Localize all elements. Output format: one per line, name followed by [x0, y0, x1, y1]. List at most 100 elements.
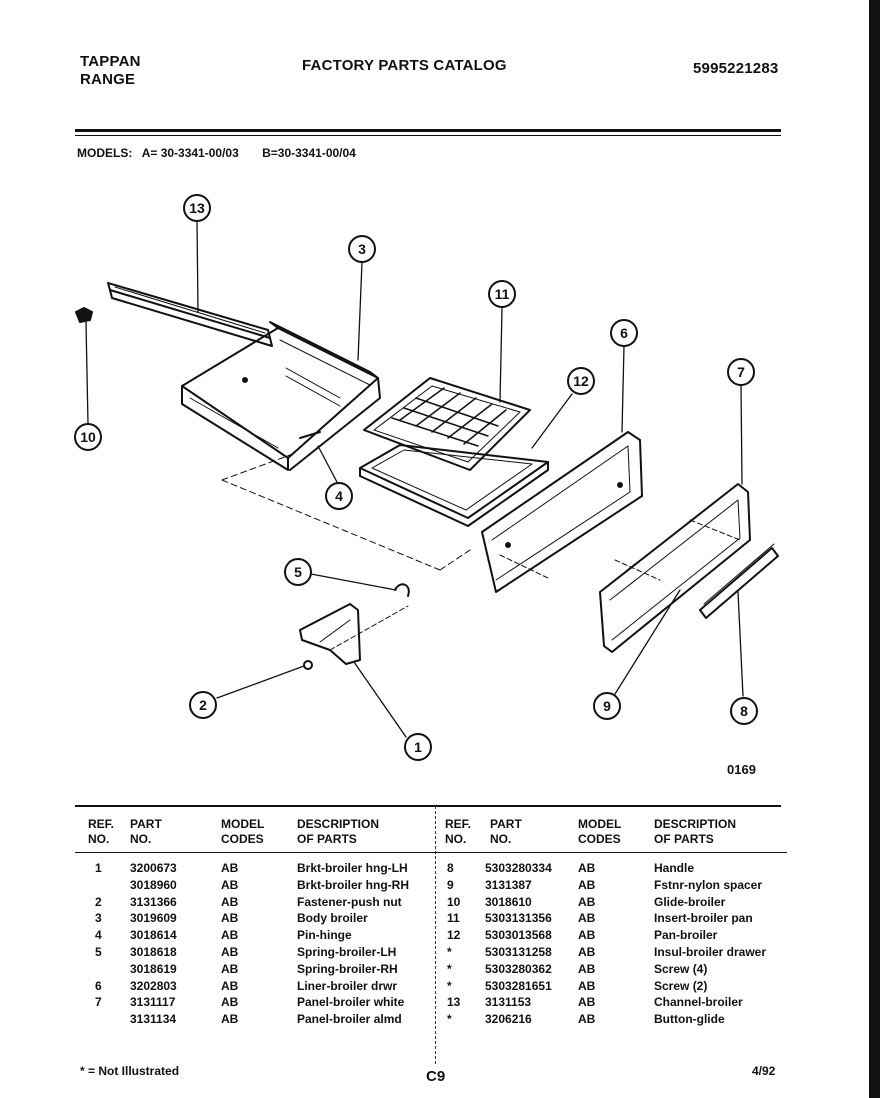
right-row-desc: Pan-broiler	[654, 928, 718, 943]
left-row-part: 3200673	[130, 861, 177, 875]
left-row-desc: Panel-broiler white	[297, 995, 405, 1010]
left-row-ref: 4	[95, 928, 102, 943]
left-row-codes: AB	[221, 1012, 239, 1027]
right-row-part: 5303280334	[485, 861, 552, 875]
right-row-desc: Fstnr-nylon spacer	[654, 877, 763, 892]
right-row-part: 5303131356	[485, 911, 552, 926]
left-row-ref: 5	[95, 945, 102, 959]
table-top-rule	[75, 805, 781, 807]
panel-broiler-part	[599, 483, 751, 653]
table-column-divider	[435, 806, 436, 1064]
models-label: MODELS:	[77, 146, 133, 160]
right-row-ref: 11	[447, 911, 460, 926]
bracket-broiler-hinge-part	[299, 603, 409, 665]
right-row-part: 3131153	[485, 995, 532, 1010]
right-row-ref: *	[447, 945, 452, 959]
spring-broiler-part	[394, 583, 410, 597]
pan-broiler-part	[359, 444, 549, 527]
left-row-part: 3131117	[130, 995, 176, 1010]
svg-text:3: 3	[358, 241, 366, 257]
left-row-part: 3131134	[130, 1012, 177, 1027]
right-row-desc: Channel-broiler	[654, 995, 743, 1010]
catalog-number: 5995221283	[693, 60, 779, 77]
brand-line-1: TAPPAN	[80, 53, 141, 70]
right-row-codes: AB	[578, 961, 596, 976]
left-row-desc: Spring-broiler-LH	[297, 945, 397, 959]
left-row-codes: AB	[221, 894, 239, 909]
svg-text:10: 10	[80, 429, 96, 445]
header-ref-right: REF.NO.	[445, 817, 472, 846]
svg-text:6: 6	[620, 325, 628, 341]
left-row-ref: 7	[95, 995, 102, 1010]
left-row-part: 3018960	[130, 877, 177, 892]
left-row-codes: AB	[221, 995, 239, 1010]
left-row-codes: AB	[221, 928, 239, 943]
left-row-desc: Brkt-broiler hng-LH	[297, 861, 408, 875]
figure-number: 0169	[727, 762, 756, 777]
left-row-part: 3018614	[130, 928, 177, 943]
right-row-codes: AB	[578, 877, 596, 892]
left-row-part: 3018619	[130, 961, 177, 976]
left-row-ref: 6	[95, 978, 102, 993]
right-row-desc: Handle	[654, 861, 695, 875]
left-row-desc: Spring-broiler-RH	[297, 961, 398, 976]
right-row-ref: *	[447, 1012, 452, 1027]
svg-text:4: 4	[335, 488, 343, 504]
channel-broiler-part	[107, 282, 273, 347]
brand-block: TAPPAN RANGE	[80, 53, 141, 89]
svg-text:7: 7	[737, 364, 745, 380]
right-row-ref: 10	[447, 894, 461, 909]
svg-text:11: 11	[495, 286, 510, 302]
left-row-ref: 1	[95, 861, 102, 875]
right-row-part: 3131387	[485, 877, 532, 892]
left-row-ref: 3	[95, 911, 102, 926]
handle-part	[699, 543, 779, 619]
page-number: C9	[426, 1068, 446, 1085]
left-row-part: 3131366	[130, 894, 177, 909]
callout-6: 6	[610, 319, 638, 347]
right-row-desc: Screw (2)	[654, 978, 708, 993]
right-row-ref: *	[447, 961, 452, 976]
glide-broiler-part	[75, 307, 93, 323]
callout-3: 3	[348, 235, 376, 263]
left-row-desc: Brkt-broiler hng-RH	[297, 877, 409, 892]
scan-edge	[869, 0, 880, 1098]
callout-7: 7	[727, 358, 755, 386]
right-row-desc: Screw (4)	[654, 961, 708, 976]
right-row-desc: Insul-broiler drawer	[654, 945, 767, 959]
left-row-codes: AB	[221, 945, 239, 959]
callout-13: 13	[183, 194, 211, 222]
right-row-codes: AB	[578, 995, 596, 1010]
right-row-codes: AB	[578, 911, 596, 926]
right-row-desc: Glide-broiler	[654, 894, 726, 909]
header-underline	[75, 852, 787, 853]
right-row-part: 5303280362	[485, 961, 552, 976]
right-row-part: 5303131258	[485, 945, 552, 959]
left-row-codes: AB	[221, 877, 239, 892]
models-line: MODELS: A= 30-3341-00/03 B=30-3341-00/04	[77, 146, 356, 160]
left-row-ref: 2	[95, 894, 102, 909]
model-b: B=30-3341-00/04	[262, 146, 356, 160]
left-row-part: 3018618	[130, 945, 177, 959]
left-row-desc: Fastener-push nut	[297, 894, 402, 909]
svg-text:9: 9	[603, 698, 611, 714]
right-row-codes: AB	[578, 861, 596, 875]
body-broiler-part	[181, 321, 381, 471]
exploded-parts-diagram: 13 3 11 12 6 7 10 4 5 2 1 9 8 0169	[74, 194, 779, 777]
callout-1: 1	[404, 733, 432, 761]
header-ref-left: REF.NO.	[88, 817, 115, 846]
callout-8: 8	[730, 697, 758, 725]
left-row-part: 3019609	[130, 911, 177, 926]
revision-date: 4/92	[752, 1064, 776, 1078]
left-row-desc: Panel-broiler almd	[297, 1012, 402, 1027]
push-nut-part	[303, 660, 313, 670]
right-row-codes: AB	[578, 945, 596, 959]
svg-text:5: 5	[294, 564, 302, 580]
right-row-codes: AB	[578, 1012, 596, 1027]
left-row-part: 3202803	[130, 978, 177, 993]
right-row-part: 5303281651	[485, 978, 552, 993]
left-row-codes: AB	[221, 961, 239, 976]
